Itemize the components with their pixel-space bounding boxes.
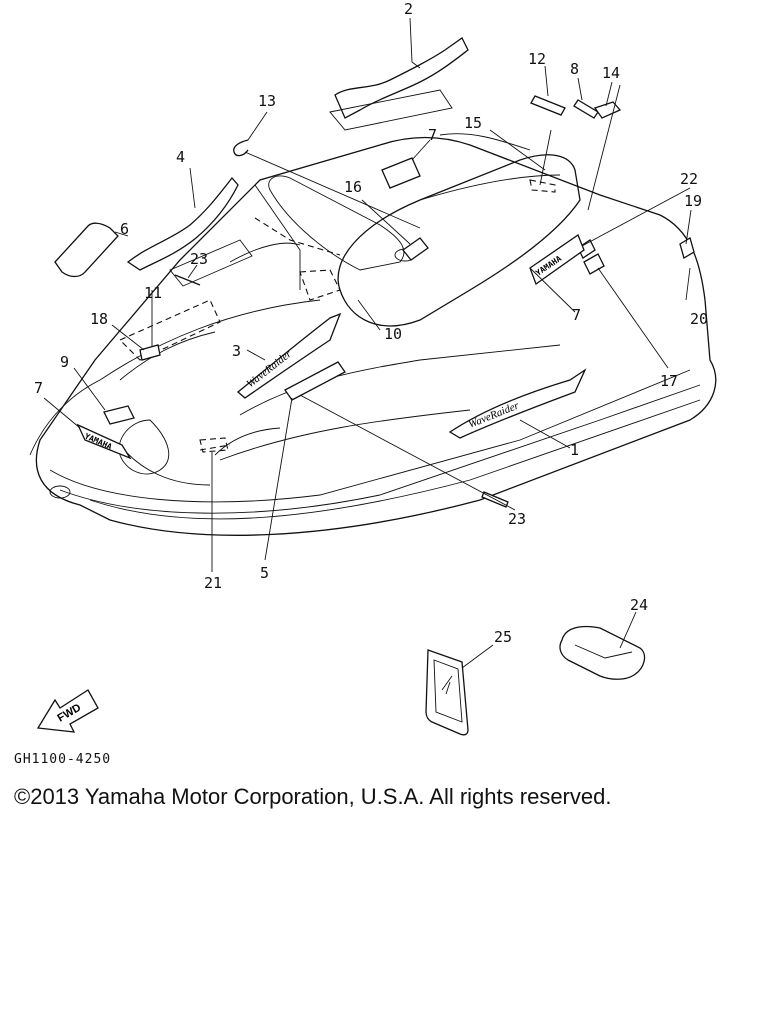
decal-part-16 [402, 237, 429, 261]
decal-part-22 [577, 239, 596, 259]
callout-17: 17 [660, 372, 678, 390]
part-13-hook [233, 139, 249, 157]
decal-part-19 [679, 237, 695, 259]
callout-22: 22 [680, 170, 698, 188]
callout-21: 21 [204, 574, 222, 592]
decal-part-8 [573, 99, 599, 119]
brand-decal-front: YAMAHA [76, 423, 132, 460]
callout-23-top: 23 [190, 250, 208, 268]
decal-4-backing [169, 239, 253, 287]
callout-14: 14 [602, 64, 620, 82]
callout-1: 1 [570, 441, 579, 459]
callout-18: 18 [90, 310, 108, 328]
part-25-card [425, 649, 469, 736]
decal-part-9 [103, 405, 135, 425]
brand-decal-side: YAMAHA [529, 234, 585, 286]
hood-detail [118, 299, 229, 475]
callout-11: 11 [144, 284, 162, 302]
decal-part-14 [593, 101, 622, 119]
callout-2: 2 [404, 0, 413, 18]
decal-part-21 [199, 444, 231, 451]
callout-7-side: 7 [572, 306, 581, 324]
callout-24: 24 [630, 596, 648, 614]
callout-4: 4 [176, 148, 185, 166]
decal-part-6 [54, 222, 119, 278]
callout-7-top: 7 [428, 126, 437, 144]
copyright-notice: ©2013 Yamaha Motor Corporation, U.S.A. A… [14, 784, 612, 809]
callout-20: 20 [690, 310, 708, 328]
decal-part-23-top [174, 274, 201, 286]
decal-part-4 [126, 176, 239, 271]
leader-lines [43, 17, 692, 669]
model-decal-side: WaveRaider [448, 368, 587, 439]
callouts: 1 2 3 4 5 6 7 7 7 8 9 10 11 12 13 14 15 … [34, 0, 708, 646]
decal-2-backing [329, 89, 453, 131]
callout-12: 12 [528, 50, 546, 68]
callout-16: 16 [344, 178, 362, 196]
decal-part-5 [284, 361, 346, 401]
part-24-pouch [559, 625, 646, 680]
seat-area [229, 133, 581, 327]
hull-outline [29, 136, 717, 536]
decal-part-17 [583, 253, 605, 275]
decal-part-2 [334, 37, 469, 119]
callout-25: 25 [494, 628, 512, 646]
callout-23-bottom: 23 [508, 510, 526, 528]
callout-15: 15 [464, 114, 482, 132]
callout-9: 9 [60, 353, 69, 371]
callout-6: 6 [120, 220, 129, 238]
drawing-code: GH1100-4250 [14, 752, 112, 767]
decal-part-7-top [381, 157, 421, 189]
fwd-arrow: FWD [36, 689, 99, 733]
callout-13: 13 [258, 92, 276, 110]
decal-part-18 [139, 344, 161, 361]
callout-10: 10 [384, 325, 402, 343]
callout-7-front: 7 [34, 379, 43, 397]
callout-5: 5 [260, 564, 269, 582]
parts-diagram: YAMAHA YAMAHA WaveRaider WaveRaider FWD [29, 0, 717, 736]
decal-part-12 [530, 95, 566, 116]
callout-3: 3 [232, 342, 241, 360]
callout-19: 19 [684, 192, 702, 210]
model-decal-top: WaveRaider [236, 312, 342, 399]
callout-8: 8 [570, 60, 579, 78]
